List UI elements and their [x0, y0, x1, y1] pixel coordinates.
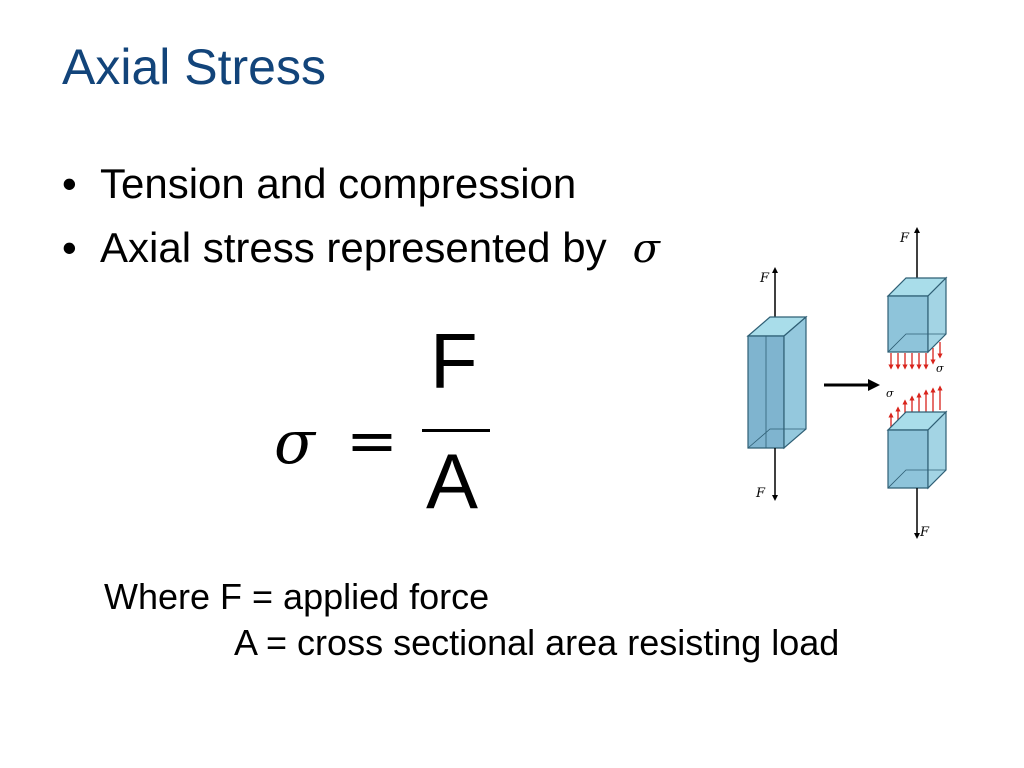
sigma-symbol: σ [632, 226, 660, 272]
definition-force: Where F = applied force [104, 576, 490, 617]
bullet-text: Axial stress represented by [100, 224, 607, 271]
stress-formula: σ = F A [274, 322, 504, 526]
bullet-item: • Axial stress represented by σ [62, 216, 660, 281]
bullet-text: Tension and compression [100, 160, 577, 207]
upper-section: F σ [886, 227, 948, 375]
block-front-face [887, 429, 929, 489]
definition-area: A = cross sectional area resisting load [234, 622, 840, 663]
force-label: F [755, 486, 766, 501]
force-label: F [759, 271, 770, 286]
bar-hidden-edge [747, 428, 806, 449]
bullet-list: • Tension and compression • Axial stress… [62, 152, 660, 281]
slide-title: Axial Stress [62, 39, 326, 95]
fraction-bar [422, 429, 490, 432]
block-hidden-edge [887, 469, 946, 489]
force-label: F [899, 231, 910, 246]
stress-label: σ [886, 387, 894, 400]
force-label: F [919, 525, 930, 540]
stress-label: σ [936, 362, 944, 375]
formula-lhs: σ [274, 408, 315, 478]
stress-arrows-down-icon [888, 342, 943, 370]
definitions: Where F = applied force A = cross sectio… [104, 574, 839, 666]
formula-denominator: A [426, 437, 479, 525]
bar-side-face [783, 315, 807, 450]
block-front-face [887, 295, 929, 353]
bullet-icon: • [62, 160, 77, 207]
block-hidden-edge [887, 333, 946, 353]
whole-bar: F F [746, 267, 808, 501]
formula-numerator: F [430, 317, 478, 405]
bullet-item: • Tension and compression [62, 152, 660, 216]
axial-stress-diagram: F F F [746, 227, 948, 540]
lower-section: σ F [886, 385, 948, 540]
formula-equals: = [346, 404, 398, 477]
bullet-icon: • [62, 224, 77, 271]
